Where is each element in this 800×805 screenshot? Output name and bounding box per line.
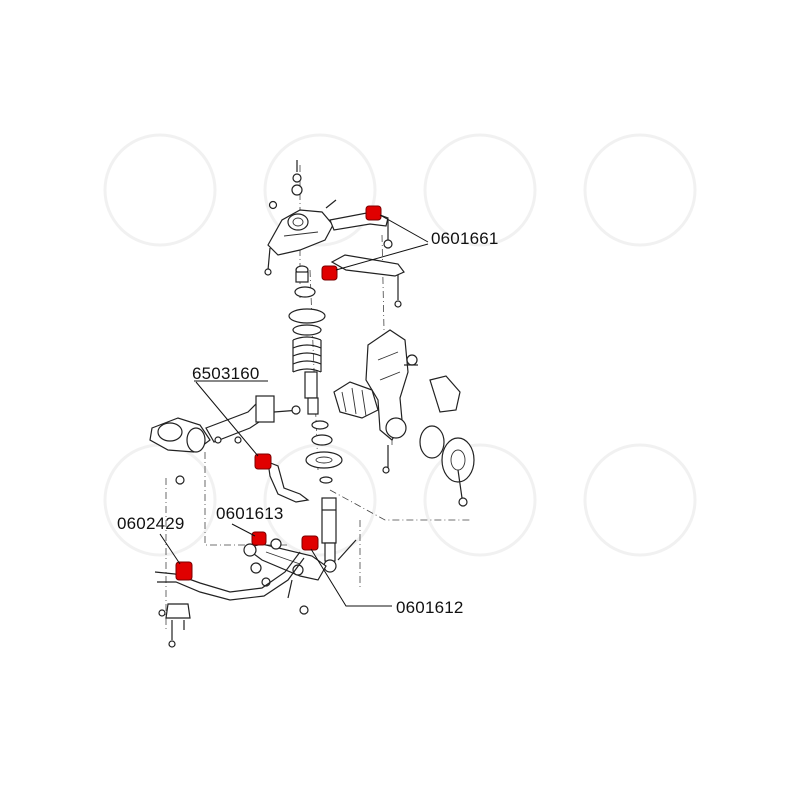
upper-strut-mount — [264, 160, 337, 276]
bushing-0601661-upper — [365, 205, 382, 221]
knuckle-and-hub — [333, 329, 475, 507]
leader-lines — [159, 214, 429, 607]
part-number-label: 6503160 — [192, 364, 260, 383]
spring-and-strut — [288, 265, 357, 573]
part-number-label: 0601613 — [216, 504, 284, 523]
bushing-0601661-lower — [321, 265, 338, 281]
bushing-6503160 — [254, 453, 272, 470]
lower-control-arm — [243, 538, 327, 615]
part-number-label: 0602429 — [117, 514, 185, 533]
part-number-label: 0601612 — [396, 598, 464, 617]
stabilizer-bar — [154, 551, 305, 648]
subframe-and-tierod — [149, 395, 310, 503]
bushing-0601612 — [301, 535, 319, 551]
upper-control-arms — [329, 211, 405, 308]
part-number-label: 0601661 — [431, 229, 499, 248]
bushing-0602429 — [175, 561, 193, 581]
bushing-0601613 — [251, 531, 267, 546]
highlighted-bushings — [175, 205, 382, 581]
